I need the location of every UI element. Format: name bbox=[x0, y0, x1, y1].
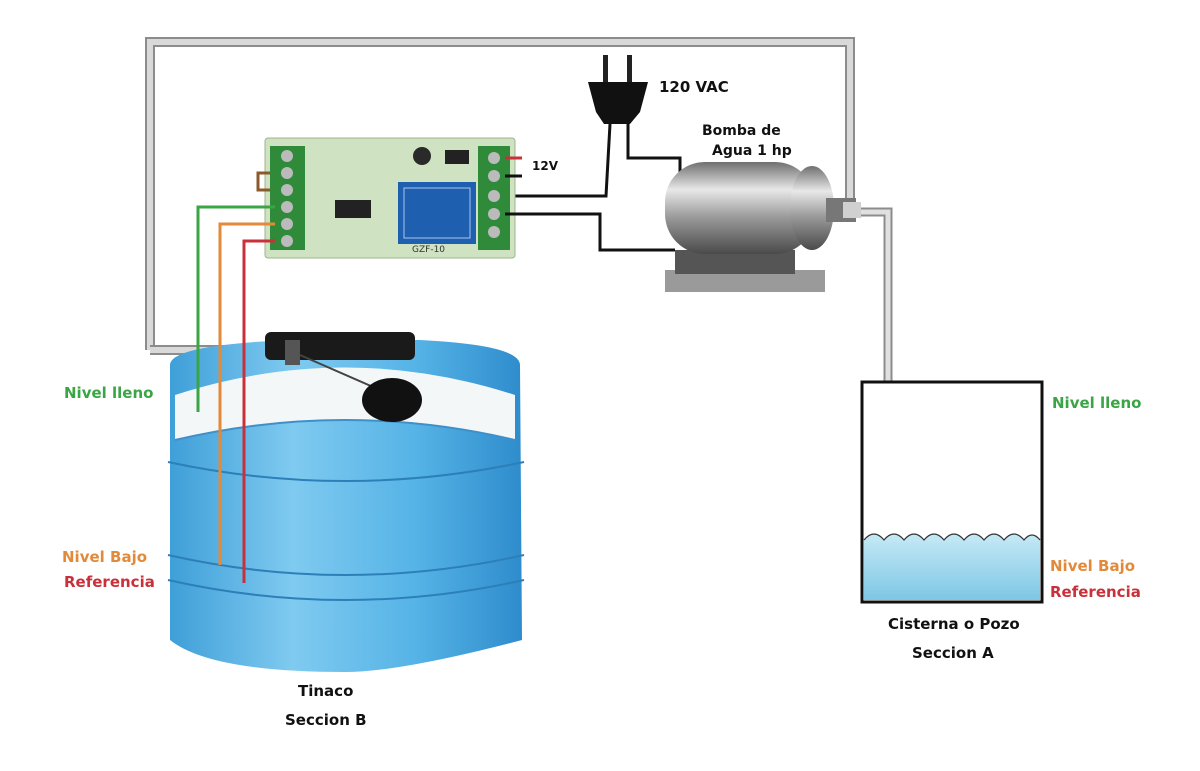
relay-output-wires bbox=[505, 212, 675, 252]
pump-motor-icon bbox=[665, 162, 861, 292]
cistern-full-level-label: Nivel lleno bbox=[1052, 394, 1142, 412]
cistern-low-level-label: Nivel Bajo bbox=[1050, 557, 1136, 575]
tank-tinaco bbox=[167, 332, 525, 672]
cistern-section-label: Seccion A bbox=[912, 644, 994, 662]
pump-label-line1: Bomba de bbox=[702, 123, 781, 139]
tank-full-level-label: Nivel lleno bbox=[64, 384, 154, 402]
cistern-reference-label: Referencia bbox=[1050, 583, 1141, 601]
tank-reference-label: Referencia bbox=[64, 573, 155, 591]
terminal-block-left bbox=[270, 146, 305, 250]
supply-voltage-label: 12V bbox=[532, 159, 558, 173]
tank-section-label: Seccion B bbox=[285, 711, 367, 729]
pump-label-line2: Agua 1 hp bbox=[712, 143, 792, 159]
relay-board: GZF-10 bbox=[256, 137, 516, 259]
power-plug-icon bbox=[515, 55, 682, 198]
cistern-name-label: Cisterna o Pozo bbox=[888, 615, 1020, 633]
supply-wires bbox=[505, 156, 522, 178]
tank-level-wires bbox=[196, 205, 275, 583]
cistern bbox=[860, 380, 1044, 604]
relay-icon bbox=[398, 182, 476, 244]
tank-name-label: Tinaco bbox=[298, 682, 354, 700]
float-switch-icon bbox=[362, 378, 422, 422]
tank-low-level-label: Nivel Bajo bbox=[62, 548, 148, 566]
board-model-text: GZF-10 bbox=[412, 245, 445, 255]
terminal-block-right bbox=[478, 146, 510, 250]
power-label: 120 VAC bbox=[659, 78, 729, 96]
